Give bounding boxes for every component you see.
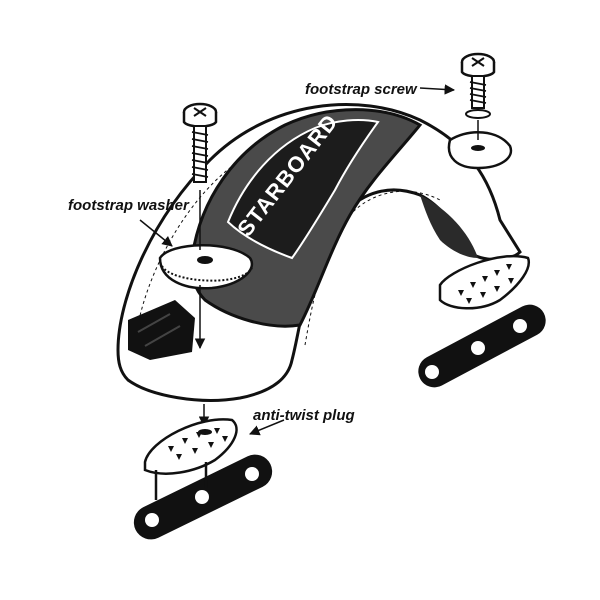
label-anti-twist-plug: anti-twist plug <box>253 407 355 424</box>
anti-twist-plug-left <box>143 418 238 500</box>
footstrap-washer-left <box>158 244 253 290</box>
anti-twist-plug-right <box>438 254 531 310</box>
deck-insert-right <box>418 304 546 388</box>
footstrap-washer-right <box>447 131 513 170</box>
label-footstrap-screw: footstrap screw <box>305 81 418 98</box>
leader-footstrap-screw <box>419 84 456 95</box>
footstrap-screw-right <box>460 52 496 119</box>
label-footstrap-washer: footstrap washer <box>68 197 190 214</box>
footstrap-screw-left <box>182 102 218 183</box>
leader-footstrap-washer <box>139 219 173 247</box>
leader-anti-twist-plug <box>249 419 285 436</box>
footstrap-body: STARBOARD <box>116 103 522 402</box>
deck-insert-left <box>133 454 273 540</box>
